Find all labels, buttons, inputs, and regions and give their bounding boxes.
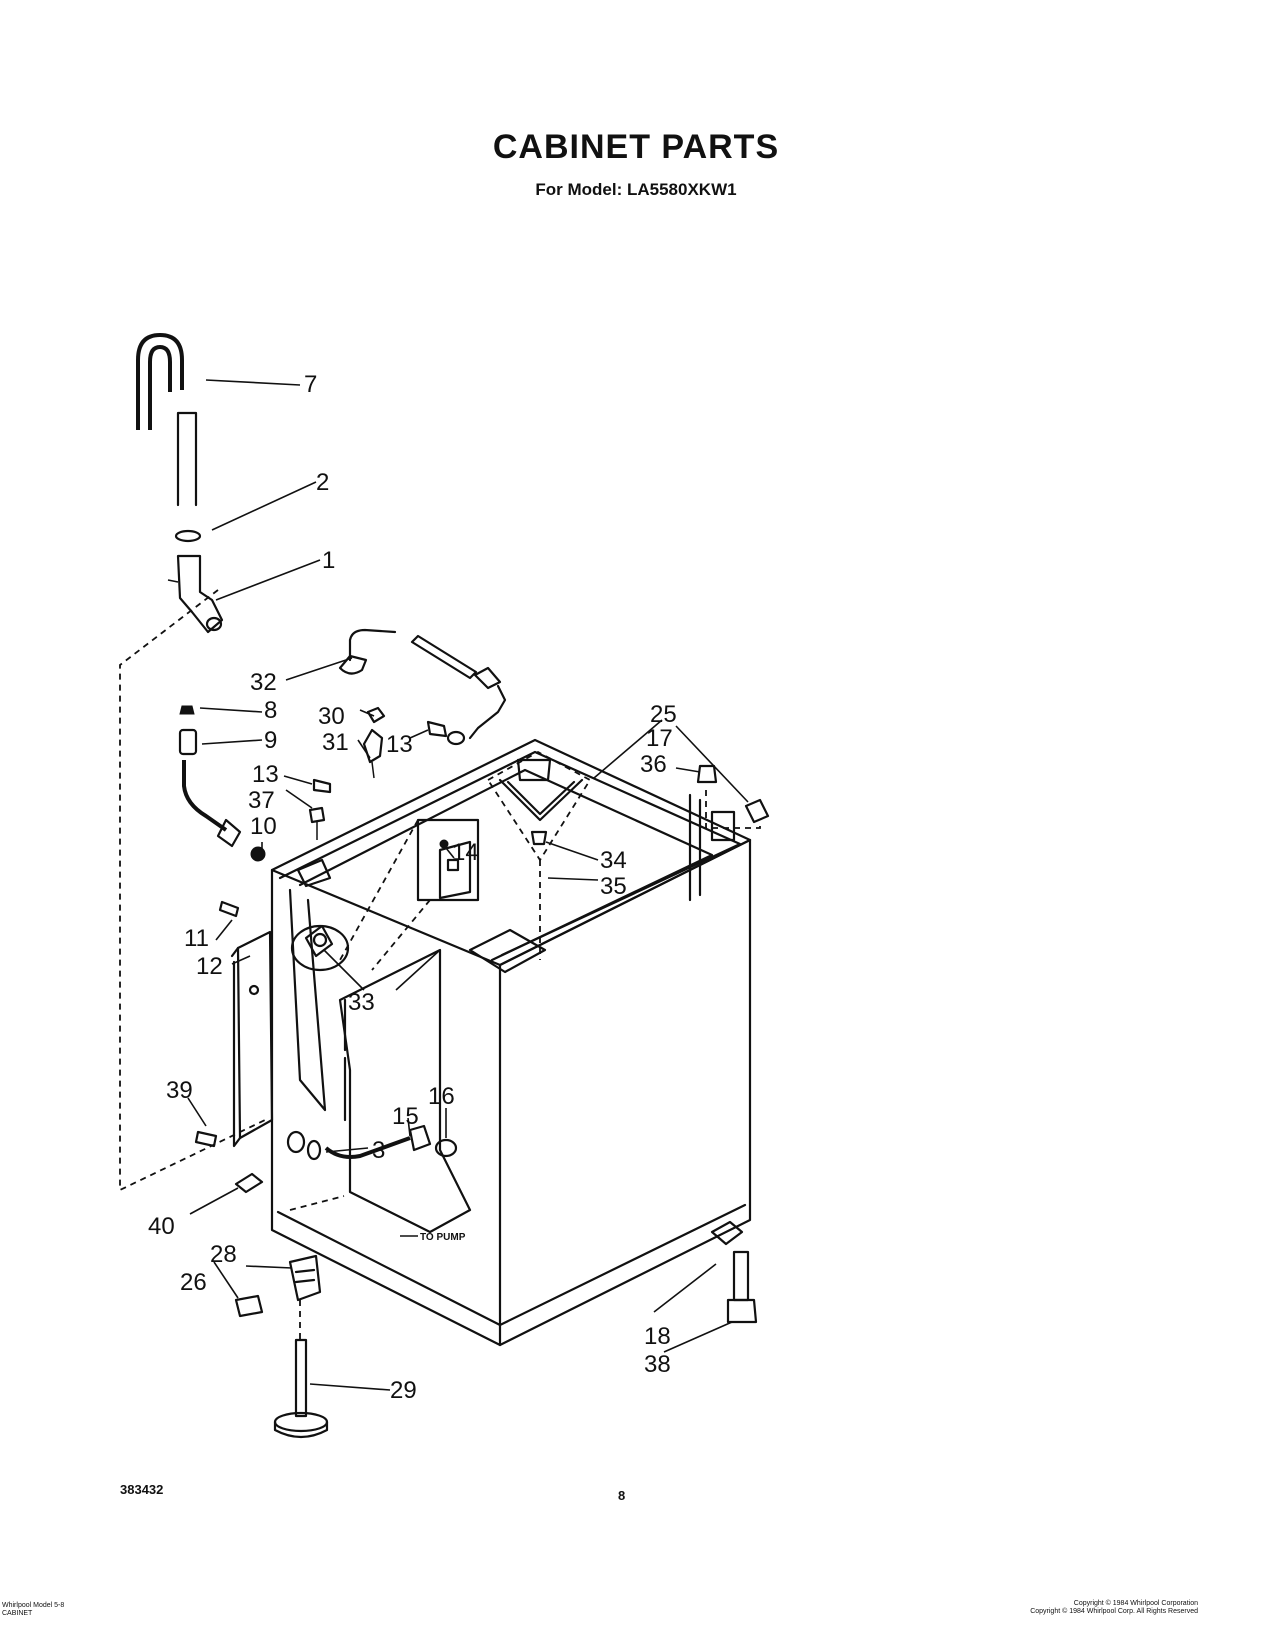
callout-16: 16 <box>428 1083 455 1110</box>
callout-25: 25 <box>650 701 677 728</box>
callout-35: 35 <box>600 873 627 900</box>
callout-36: 36 <box>640 751 667 778</box>
hose-clamp-part <box>174 529 202 543</box>
callout-28: 28 <box>210 1241 237 1268</box>
callout-37: 37 <box>248 787 275 814</box>
callout-38: 38 <box>644 1351 671 1378</box>
model-subtitle: For Model: LA5580XKW1 <box>535 180 737 199</box>
callout-15: 15 <box>392 1103 419 1130</box>
callout-10: 10 <box>250 813 277 840</box>
pump-hose-part <box>286 1124 458 1161</box>
lid-switch-bracket-part <box>339 818 480 971</box>
callout-32: 32 <box>250 669 277 696</box>
callout-13-upper: 13 <box>386 731 413 758</box>
rear-fitting-parts <box>696 764 770 829</box>
callout-1: 1 <box>322 547 335 574</box>
fine-print-left: Whirlpool Model 5-8 CABINET <box>2 1602 64 1618</box>
right-leg-part <box>710 1220 758 1324</box>
fine-print-right: Copyright © 1984 Whirlpool Corporation C… <box>1030 1600 1198 1616</box>
callout-labels: 7 2 1 32 8 9 30 31 13 13 37 10 25 17 36 … <box>148 371 677 1404</box>
callout-7: 7 <box>304 371 317 398</box>
clip-part <box>234 1172 264 1194</box>
pump-arrow-line <box>289 1195 345 1211</box>
callout-34: 34 <box>600 847 627 874</box>
document-number: 383432 <box>120 1482 164 1497</box>
callout-31: 31 <box>322 729 349 756</box>
cabinet-body-part <box>270 738 752 1347</box>
leg-bracket-part <box>234 1254 322 1318</box>
callout-18: 18 <box>644 1323 671 1350</box>
fine-print-right-line-1: Copyright © 1984 Whirlpool Corporation <box>1073 1600 1198 1607</box>
to-pump-label: TO PUMP <box>420 1232 466 1243</box>
callout-29: 29 <box>390 1377 417 1404</box>
fine-print-right-line-2: Copyright © 1984 Whirlpool Corp. All Rig… <box>1030 1608 1198 1615</box>
callout-12: 12 <box>196 953 223 980</box>
callout-3: 3 <box>372 1137 385 1164</box>
callout-39: 39 <box>166 1077 193 1104</box>
leveling-leg-part <box>273 1338 329 1439</box>
callout-14: 14 <box>452 839 479 866</box>
inlet-hose-part <box>338 628 507 740</box>
callout-30: 30 <box>318 703 345 730</box>
lid-lock-part <box>290 924 350 972</box>
drain-elbow-part <box>167 554 224 634</box>
fine-print-left-line-2: CABINET <box>2 1610 33 1617</box>
assembly-line-left <box>119 589 266 1192</box>
callout-8: 8 <box>264 697 277 724</box>
callout-13-left: 13 <box>252 761 279 788</box>
front-panel-part <box>230 930 274 1148</box>
page-number: 8 <box>618 1488 626 1503</box>
panel-screw-part <box>218 900 240 918</box>
callout-9: 9 <box>264 727 277 754</box>
drain-hose-hook-part <box>136 333 198 507</box>
callout-2: 2 <box>316 469 329 496</box>
callout-17: 17 <box>646 725 673 752</box>
callout-40: 40 <box>148 1213 175 1240</box>
callout-11: 11 <box>184 925 209 952</box>
callout-26: 26 <box>180 1269 207 1296</box>
inlet-fitting-parts <box>178 705 266 862</box>
bottom-screw-part <box>194 1130 218 1148</box>
leader-lines <box>187 379 749 1391</box>
screw-parts <box>308 706 466 840</box>
callout-33-a: 33 <box>348 989 375 1016</box>
page-title: CABINET PARTS <box>492 128 780 166</box>
fine-print-left-line-1: Whirlpool Model 5-8 <box>2 1602 65 1609</box>
